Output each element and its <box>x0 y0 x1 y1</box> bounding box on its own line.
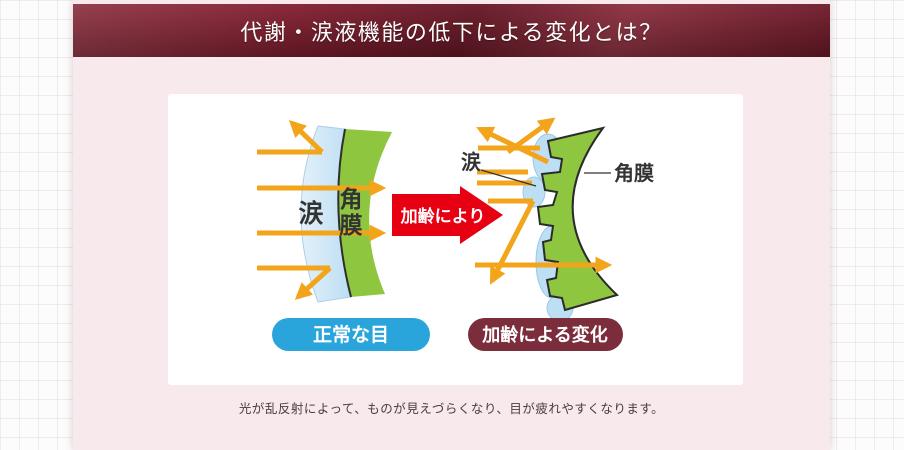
normal-cornea <box>338 129 392 297</box>
ray-scatter-upleft-icon <box>476 126 550 165</box>
eye-diagram-card: 涙 角 膜 正常な目 加齢により <box>168 94 743 385</box>
aging-arrow-group: 加齢により <box>392 186 503 244</box>
normal-eye-badge-label: 正常な目 <box>313 323 389 346</box>
normal-cornea-label-char2: 膜 <box>340 212 363 238</box>
aged-cornea <box>536 126 619 312</box>
aged-cornea-label: 角膜 <box>614 161 654 185</box>
aged-eye-group: 涙 角膜 加齢による変化 <box>461 117 654 351</box>
aging-arrow-icon <box>392 186 503 244</box>
aging-arrow-label: 加齢により <box>400 206 486 226</box>
content-column: 代謝・涙液機能の低下による変化とは？ <box>73 0 830 450</box>
aged-tear-label: 涙 <box>461 150 481 174</box>
normal-light-rays <box>257 120 387 300</box>
normal-eye-group: 涙 角 膜 正常な目 <box>257 120 430 351</box>
aged-eye-badge <box>468 318 623 351</box>
section-header: 代謝・涙液機能の低下による変化とは？ <box>73 4 830 57</box>
ray-reflect-up-icon <box>288 120 324 154</box>
normal-cornea-outline <box>337 128 352 298</box>
aged-tear-callout-line <box>480 169 537 187</box>
ray-scatter-downleft-icon <box>489 199 536 285</box>
eye-comparison-diagram: 涙 角 膜 正常な目 加齢により <box>257 117 654 351</box>
ray-reflect-down-icon <box>294 266 332 300</box>
diagram-caption: 光が乱反射によって、ものが見えづらくなり、目が疲れやすくなります。 <box>238 402 665 416</box>
aged-light-rays <box>475 117 613 285</box>
aged-eye-badge-label: 加齢による変化 <box>481 324 607 345</box>
normal-eye-badge <box>272 318 430 351</box>
page-title: 代謝・涙液機能の低下による変化とは？ <box>240 19 663 45</box>
normal-tear-label: 涙 <box>298 199 323 228</box>
normal-cornea-label-char1: 角 <box>340 186 363 212</box>
